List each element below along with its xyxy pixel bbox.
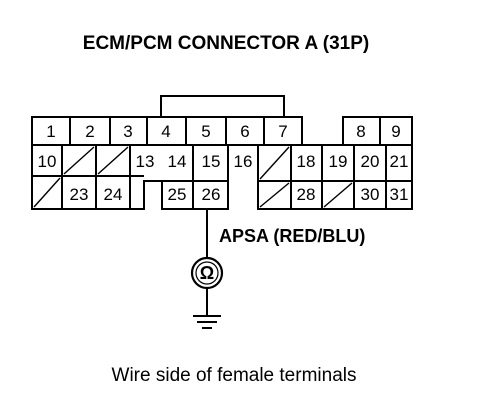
terminal-label: 15 xyxy=(202,152,221,171)
terminal-label: 10 xyxy=(38,152,57,171)
terminal-label: 5 xyxy=(201,122,210,141)
terminal-label: 19 xyxy=(329,152,348,171)
connector-lock-tab xyxy=(160,95,285,117)
terminal-label: 31 xyxy=(390,185,409,204)
terminal-label: 4 xyxy=(161,122,170,141)
terminal-label: 6 xyxy=(240,122,249,141)
terminal-label: 3 xyxy=(123,122,132,141)
terminal-label: 21 xyxy=(390,152,409,171)
terminal-label: 18 xyxy=(297,152,316,171)
terminal-label: 14 xyxy=(168,152,187,171)
terminal-label: 16 xyxy=(234,152,253,171)
terminal-label: 7 xyxy=(278,122,287,141)
terminal-label: 23 xyxy=(70,185,89,204)
terminal-label: 28 xyxy=(297,185,316,204)
ohmmeter-icon: Ω xyxy=(190,256,224,290)
terminal-label: 25 xyxy=(168,185,187,204)
terminal-labels: 1 2 3 4 5 6 7 8 9 10 13 14 15 16 18 19 2… xyxy=(38,122,409,204)
ground-icon xyxy=(193,315,221,329)
terminal-label: 13 xyxy=(136,152,155,171)
signal-label: APSA (RED/BLU) xyxy=(219,226,365,246)
unused-cavity-marks xyxy=(33,146,353,208)
terminal-label: 1 xyxy=(46,122,55,141)
connector-grid xyxy=(32,117,412,209)
diagram-caption: Wire side of female terminals xyxy=(112,365,357,386)
ohm-symbol: Ω xyxy=(200,263,214,283)
terminal-label: 26 xyxy=(202,185,221,204)
terminal-label: 30 xyxy=(361,185,380,204)
terminal-label: 8 xyxy=(356,122,365,141)
terminal-label: 20 xyxy=(361,152,380,171)
diagram-title: ECM/PCM CONNECTOR A (31P) xyxy=(83,33,369,54)
terminal-label: 24 xyxy=(104,185,123,204)
terminal-label: 9 xyxy=(391,122,400,141)
terminal-label: 2 xyxy=(85,122,94,141)
